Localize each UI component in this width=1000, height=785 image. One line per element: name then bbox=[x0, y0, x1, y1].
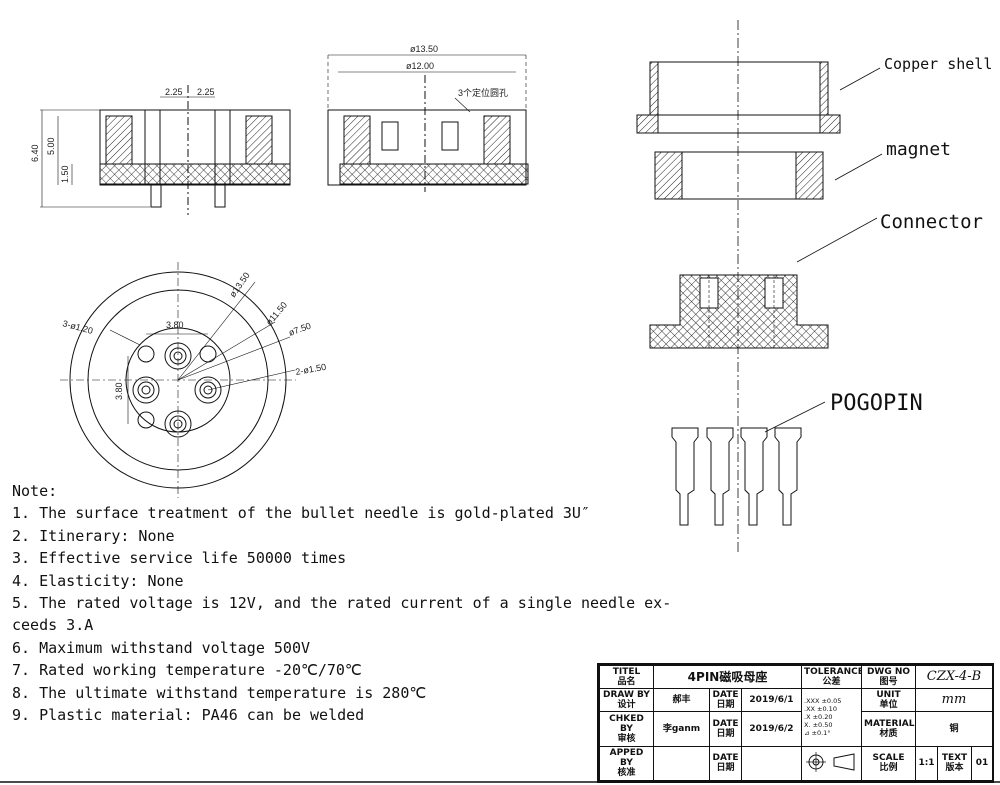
title-label-en: TITEL bbox=[612, 667, 641, 678]
scale-label-cn: 比例 bbox=[879, 763, 898, 774]
material-label-en: MATERIAL bbox=[864, 719, 915, 730]
scale-value: 1:1 bbox=[915, 745, 938, 782]
check-label-cn: 审核 bbox=[617, 734, 636, 745]
dim-13-50-top-view: ø13.50 bbox=[227, 270, 251, 299]
dim-7-50: ø7.50 bbox=[287, 321, 312, 338]
dim-11-50: ø11.50 bbox=[264, 300, 289, 327]
tolerance-row: .X ±0.20 bbox=[804, 713, 833, 722]
date-label-en: DATE bbox=[712, 753, 739, 764]
note-item: 2. Itinerary: None bbox=[12, 526, 175, 545]
dim-2-25-right: 2.25 bbox=[197, 87, 215, 97]
approved-label-cn: 核准 bbox=[617, 768, 636, 779]
projection-symbol-icon bbox=[801, 745, 862, 782]
note-item: 5. The rated voltage is 12V, and the rat… bbox=[12, 594, 672, 613]
drawn-value: 郝丰 bbox=[653, 688, 710, 713]
unit-label-en: UNIT bbox=[876, 690, 901, 701]
tolerance-row: ⊿ ±0.1° bbox=[804, 729, 831, 738]
text-label-cn: 版本 bbox=[945, 763, 964, 774]
scale-label-en: SCALE bbox=[872, 753, 905, 764]
exploded-view bbox=[636, 20, 883, 555]
dim-2-1-50: 2-ø1.50 bbox=[295, 362, 327, 377]
approved-label-en: APPED BY bbox=[609, 748, 644, 769]
date-1: 2019/6/1 bbox=[741, 688, 802, 713]
note-item: 1. The surface treatment of the bullet n… bbox=[12, 504, 590, 523]
dim-3-80-horizontal: 3.80 bbox=[166, 320, 184, 330]
label-magnet: magnet bbox=[886, 139, 951, 160]
section-view-2 bbox=[327, 54, 529, 192]
drawn-label-en: DRAW BY bbox=[603, 690, 650, 701]
dim-12-00: ø12.00 bbox=[406, 61, 434, 71]
date-label-en: DATE bbox=[712, 690, 739, 701]
date-label-cn: 日期 bbox=[716, 763, 735, 774]
label-connector: Connector bbox=[880, 211, 983, 233]
side-section-view bbox=[40, 85, 291, 215]
material-value: 铜 bbox=[915, 711, 993, 747]
dwg-label-en: DWG NO bbox=[866, 667, 911, 678]
dim-3-1-20: 3-ø1.20 bbox=[61, 318, 94, 336]
outer-body bbox=[99, 109, 291, 186]
tolerance-row: .XX ±0.10 bbox=[804, 705, 837, 714]
tolerance-label-cn: 公差 bbox=[822, 677, 841, 688]
date-label-cn: 日期 bbox=[716, 729, 735, 740]
notes-title: Note: bbox=[12, 482, 58, 500]
text-value: 01 bbox=[971, 745, 993, 782]
dim-1-50: 1.50 bbox=[60, 165, 70, 183]
dim-6-40: 6.40 bbox=[30, 144, 40, 162]
label-copper-shell: Copper shell bbox=[884, 55, 992, 73]
unit-label-cn: 单位 bbox=[879, 700, 898, 711]
notes-block: Note: 1. The surface treatment of the bu… bbox=[12, 480, 712, 726]
date-label-en: DATE bbox=[712, 719, 739, 730]
dwg-value: CZX-4-B bbox=[915, 664, 993, 690]
tolerance-row: .XXX ±0.05 bbox=[804, 697, 842, 706]
drawn-label-cn: 设计 bbox=[617, 700, 636, 711]
note-item: 7. Rated working temperature -20℃/70℃ bbox=[12, 661, 362, 680]
note-item: 9. Plastic material: PA46 can be welded bbox=[12, 706, 365, 725]
title-label-cn: 品名 bbox=[617, 677, 636, 688]
dim-5-00: 5.00 bbox=[46, 137, 56, 155]
date-3 bbox=[741, 745, 802, 782]
copper-shell bbox=[636, 61, 841, 134]
check-label-en: CHKED BY bbox=[609, 714, 644, 735]
text-label-en: TEXT bbox=[941, 753, 968, 764]
material-label-cn: 材质 bbox=[879, 729, 898, 740]
note-item: ceeds 3.A bbox=[12, 616, 94, 635]
note-item: 8. The ultimate withstand temperature is… bbox=[12, 683, 427, 702]
tolerance-row: X. ±0.50 bbox=[804, 721, 833, 730]
dwg-label-cn: 图号 bbox=[879, 677, 898, 688]
dim-13-50-top: ø13.50 bbox=[410, 44, 438, 54]
pin-right bbox=[214, 184, 226, 208]
tolerance-label-en: TOLERANCE bbox=[804, 667, 862, 678]
holes-note: 3个定位圆孔 bbox=[458, 87, 508, 98]
label-pogopin: POGOPIN bbox=[830, 391, 923, 416]
unit-value: mm bbox=[915, 688, 993, 713]
pogo-pins bbox=[671, 427, 802, 526]
note-item: 6. Maximum withstand voltage 500V bbox=[12, 638, 311, 657]
dim-2-25-left: 2.25 bbox=[165, 87, 183, 97]
pin-left bbox=[150, 184, 162, 208]
tolerance-list: .XXX ±0.05 .XX ±0.10 .X ±0.20 X. ±0.50 ⊿… bbox=[801, 688, 862, 747]
note-item: 4. Elasticity: None bbox=[12, 571, 184, 590]
top-view bbox=[60, 262, 296, 498]
check-value: 李ganm bbox=[653, 711, 710, 747]
date-2: 2019/6/2 bbox=[741, 711, 802, 747]
dim-3-80-vertical: 3.80 bbox=[114, 382, 124, 400]
date-label-cn: 日期 bbox=[716, 700, 735, 711]
note-item: 3. Effective service life 50000 times bbox=[12, 549, 347, 568]
approved-value bbox=[653, 745, 710, 782]
connector bbox=[649, 274, 829, 349]
title-value: 4PIN磁吸母座 bbox=[653, 664, 802, 690]
